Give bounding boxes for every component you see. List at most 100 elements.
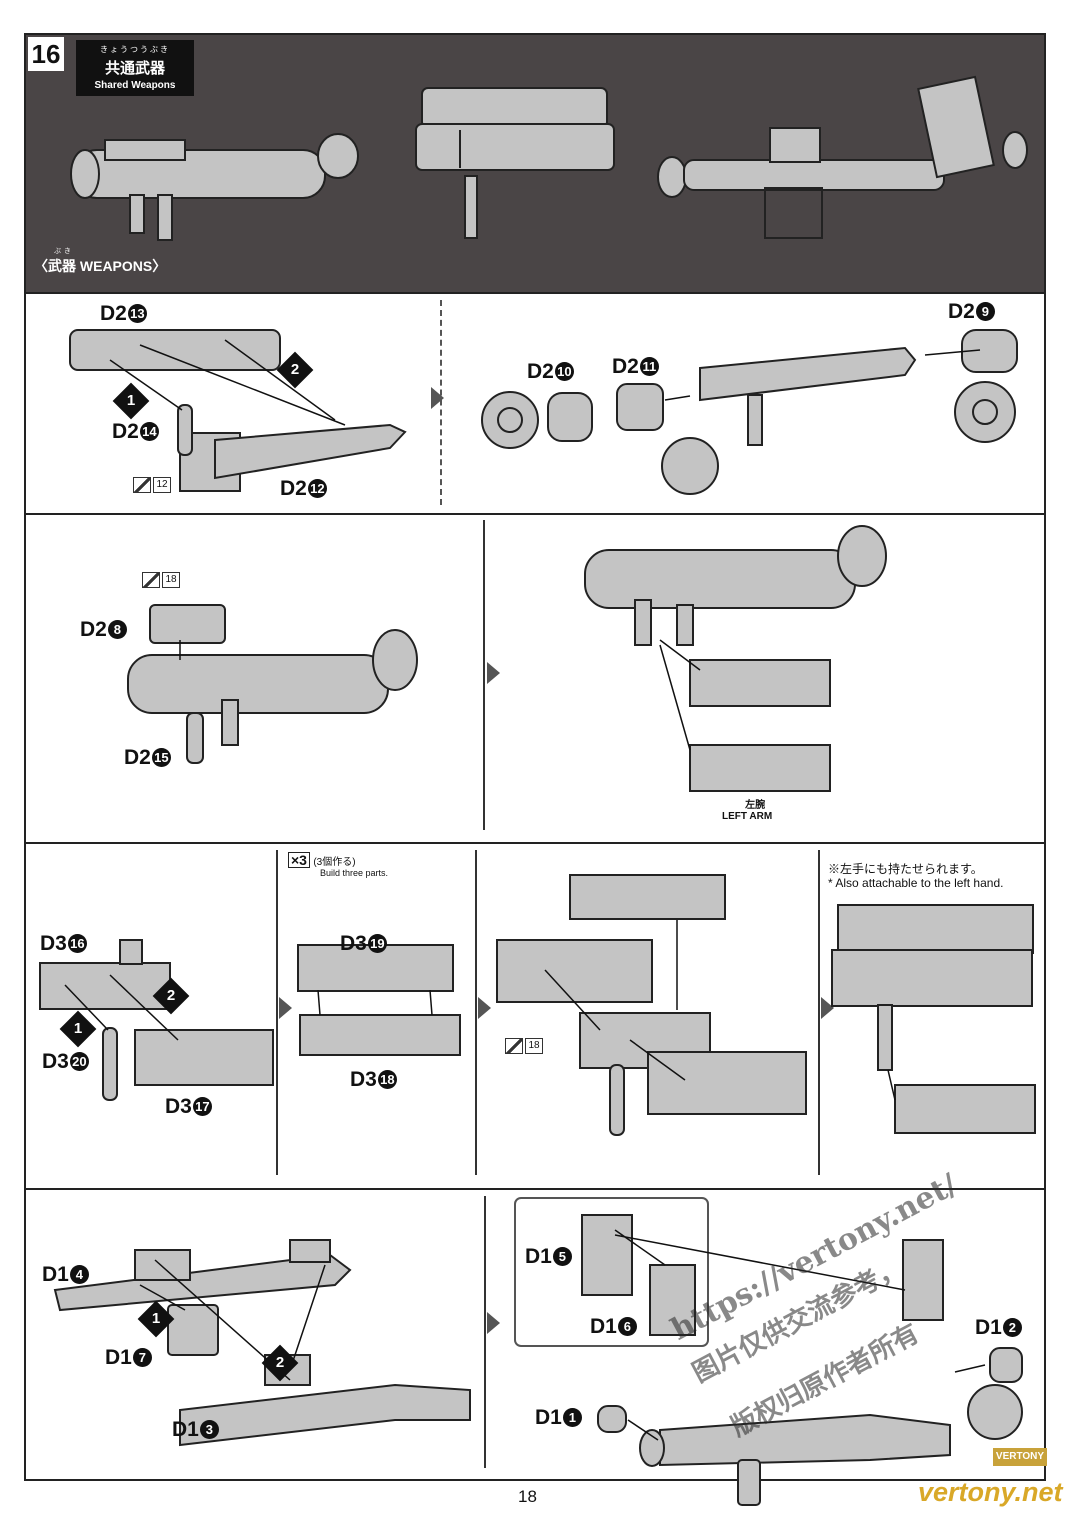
arm-lower [689,744,831,792]
part-d2-11 [616,383,664,431]
vertony-site: vertony.net [918,1477,1063,1507]
part-d2-11-detail [661,437,719,495]
part-d3-side-2 [647,1051,807,1115]
part-d1-2 [989,1347,1023,1383]
nipper-icon [133,477,151,493]
missile-pod-assembled [837,904,1034,954]
flow-arrow-icon [821,997,834,1019]
hand-note-en: * Also attachable to the left hand. [828,876,1004,890]
step-bullet: 1 [137,1300,175,1338]
hand-note: ※左手にも持たせられます。 * Also attachable to the l… [828,862,1038,890]
magazine-assembled [902,1239,944,1321]
cut-reference: 18 [505,1038,543,1054]
part-d1-4 [53,1253,352,1312]
part-d3-side [496,939,653,1003]
rifle-illustration [657,75,1028,239]
title-en: Shared Weapons [94,80,176,91]
part-d1-7 [167,1304,219,1356]
nipper-icon [142,572,160,588]
column-divider [483,520,485,830]
bazooka-assembled [584,549,856,609]
nipper-icon [505,1038,523,1054]
weapons-furigana: ぶき [54,248,74,255]
part-d2-12 [214,423,407,480]
step-title: きょうつうぶき 共通武器 Shared Weapons [76,40,194,96]
vertony-logo: VERTONY [993,1448,1047,1466]
hand-note-jp: ※左手にも持たせられます。 [828,862,983,876]
part-d3-17 [134,1029,274,1086]
part-d2-15 [186,712,204,764]
cut-reference: 12 [133,477,171,493]
part-d3-20 [102,1027,118,1101]
times-badge: ×3 [288,852,310,868]
flow-arrow-icon [487,1312,500,1334]
build-count: ×3 (3個作る) Build three parts. [288,852,388,880]
column-divider [818,850,820,1175]
row-divider [26,513,1044,515]
part-d2-10 [547,392,593,442]
part-d3-16 [39,962,171,1010]
part-bazooka-body [127,654,389,714]
weapons-text: 〈武器 WEAPONS〉 [34,258,167,274]
times-jp: (3個作る) [313,857,356,868]
bazooka-illustration [70,133,359,241]
row-divider [26,1188,1044,1190]
flow-arrow-icon [487,662,500,684]
page-frame [24,33,1046,1481]
part-d2-13 [69,329,281,371]
column-divider [475,850,477,1175]
part-d2-assembly [699,346,917,402]
step-bullet: 1 [112,382,150,420]
arm-label: 左腕 LEFT ARM [722,800,772,822]
flow-arrow-icon [478,997,491,1019]
row-divider [26,292,1044,294]
page-number: 18 [518,1487,537,1506]
step-bullet: 1 [59,1010,97,1048]
part-d1-5 [581,1214,633,1296]
arm-upper [689,659,831,707]
title-jp: 共通武器 [104,60,165,77]
flow-arrow-icon [431,387,444,409]
times-en: Build three parts. [320,868,389,878]
weapons-label: ぶき 〈武器 WEAPONS〉 [34,248,167,276]
arm-hand [894,1084,1036,1134]
row-divider [26,842,1044,844]
title-furigana: きょうつうぶき [100,45,170,54]
column-divider [484,1196,486,1468]
arm-label-en: LEFT ARM [722,811,773,822]
flow-arrow-icon [279,997,292,1019]
part-d1-2-back [967,1384,1023,1440]
step-bullet: 2 [276,351,314,389]
column-divider [276,850,278,1175]
step-bullet: 2 [261,1344,299,1382]
arm-label-jp: 左腕 [745,800,766,811]
missile-pod-illustration [415,87,615,239]
step-bullet: 2 [152,977,190,1015]
part-d3-top [569,874,726,920]
parts-inset-box [514,1197,709,1347]
part-d1-1 [597,1405,627,1433]
part-d2-14 [177,404,193,456]
step-number: 16 [28,37,64,71]
part-d3-18 [299,1014,461,1056]
